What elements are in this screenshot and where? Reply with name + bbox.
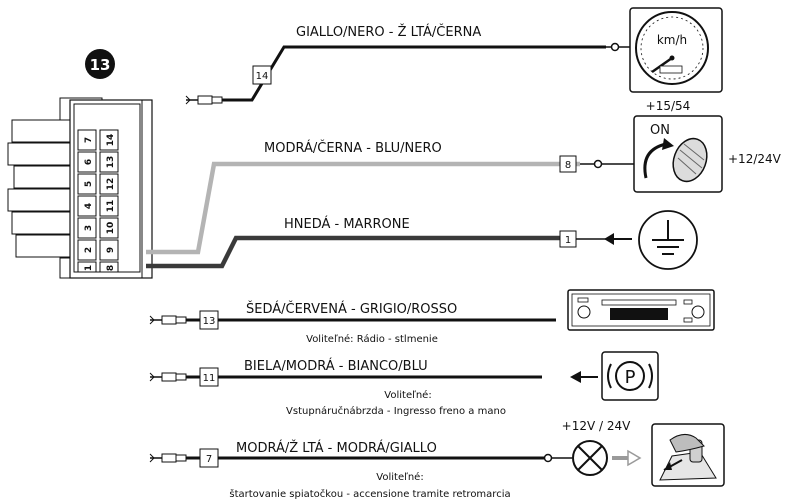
- wire-row-brown: HNEDÁ - MARRONE 1: [284, 216, 632, 248]
- pin-label: 9: [106, 247, 116, 253]
- wire-row-grey-red: 13 ŠEDÁ/ČERVENÁ - GRIGIO/ROSSO Voliteľné…: [149, 301, 556, 345]
- wire-label: MODRÁ/Ž LTÁ - MODRÁ/GIALLO: [236, 440, 437, 456]
- spade-connector-icon: [149, 453, 187, 463]
- connector-pin-labels: 7 14 6 13 5 12 4 11 3 10 2 9 1 8: [84, 134, 116, 271]
- ground-icon: [638, 210, 698, 270]
- pin-label: 14: [106, 134, 116, 147]
- wire-tag-number: 7: [206, 454, 212, 465]
- reverse-lamp-icon: +12V / 24V: [562, 419, 631, 476]
- arrow-right-icon: [612, 449, 642, 467]
- pin-label: 12: [106, 178, 116, 191]
- wire-terminal-ring: [593, 159, 603, 169]
- wire-blue-black: [146, 161, 580, 255]
- arrow-left-icon: [604, 233, 632, 245]
- wire-tag-number: 8: [565, 160, 571, 171]
- speedometer-unit: km/h: [657, 33, 687, 47]
- wire-label: BIELA/MODRÁ - BIANCO/BLU: [244, 358, 428, 374]
- parking-brake-icon: P: [601, 351, 659, 401]
- pin-label: 2: [84, 247, 94, 253]
- wire-label: MODRÁ/ČERNA - BLU/NERO: [264, 140, 442, 156]
- wire-row-blue-black: MODRÁ/ČERNA - BLU/NERO 8: [264, 140, 634, 173]
- ignition-top-label: +15/54: [646, 99, 691, 113]
- ignition-on-label: ON: [650, 123, 670, 138]
- wire-tag-number: 11: [203, 373, 216, 384]
- wire-yellow-black: [222, 45, 606, 102]
- wire-terminal-ring: [543, 453, 553, 463]
- pin-label: 1: [84, 265, 94, 271]
- gear-shift-icon: [651, 423, 725, 487]
- pin-label: 13: [106, 156, 116, 169]
- pin-label: 10: [106, 222, 116, 235]
- pin-label: 4: [84, 203, 94, 209]
- wire-tag-number: 1: [565, 235, 571, 246]
- wire-row-white-blue: 11 BIELA/MODRÁ - BIANCO/BLU Voliteľné: V…: [149, 358, 598, 417]
- arrow-left-icon: [570, 371, 598, 383]
- wire-label: ŠEDÁ/ČERVENÁ - GRIGIO/ROSSO: [246, 301, 457, 317]
- wire-note: štartovanie spiatočkou - accensione tram…: [229, 488, 510, 500]
- pin-label: 3: [84, 225, 94, 231]
- wire-tag-number: 13: [203, 316, 216, 327]
- connector-badge: [85, 49, 115, 79]
- connector-badge-number: 13: [90, 56, 111, 74]
- spade-connector-icon: [149, 372, 187, 382]
- pin-label: 5: [84, 181, 94, 187]
- connector-block: 13 7 14 6: [7, 49, 153, 279]
- wire-note: Vstupnáručnábrzda - Ingresso freno a man…: [286, 405, 506, 417]
- spade-connector-icon: [149, 315, 187, 325]
- spade-connector-icon: [185, 95, 223, 105]
- wire-terminal-ring: [610, 42, 620, 52]
- parking-brake-letter: P: [625, 367, 636, 388]
- ignition-side-label: +12/24V: [728, 152, 782, 166]
- wire-note: Voliteľné:: [376, 471, 423, 483]
- pin-label: 6: [84, 159, 94, 165]
- wire-label: GIALLO/NERO - Ž LTÁ/ČERNA: [296, 24, 481, 40]
- wire-row-yellow-black: 14 GIALLO/NERO - Ž LTÁ/ČERNA: [185, 24, 630, 105]
- car-radio-icon: [567, 289, 715, 331]
- pin-label: 7: [84, 137, 94, 143]
- wire-note: Voliteľné: Rádio - stlmenie: [306, 333, 438, 345]
- wire-label: HNEDÁ - MARRONE: [284, 216, 410, 232]
- reverse-supply-label: +12V / 24V: [562, 419, 631, 433]
- wire-note: Voliteľné:: [384, 389, 431, 401]
- pin-label: 8: [106, 265, 116, 271]
- wire-tag-number: 14: [256, 71, 269, 82]
- wire-brown: [146, 235, 560, 269]
- wire-tag: [559, 155, 577, 173]
- pin-label: 11: [106, 200, 116, 213]
- speedometer-icon: km/h: [629, 7, 723, 93]
- wire-row-blue-yellow: 7 MODRÁ/Ž LTÁ - MODRÁ/GIALLO Voliteľné: …: [149, 440, 572, 500]
- wire-tag: [252, 65, 272, 85]
- connector-pins: [77, 129, 119, 273]
- ignition-key-icon: +15/54 ON +12/24V: [633, 99, 782, 193]
